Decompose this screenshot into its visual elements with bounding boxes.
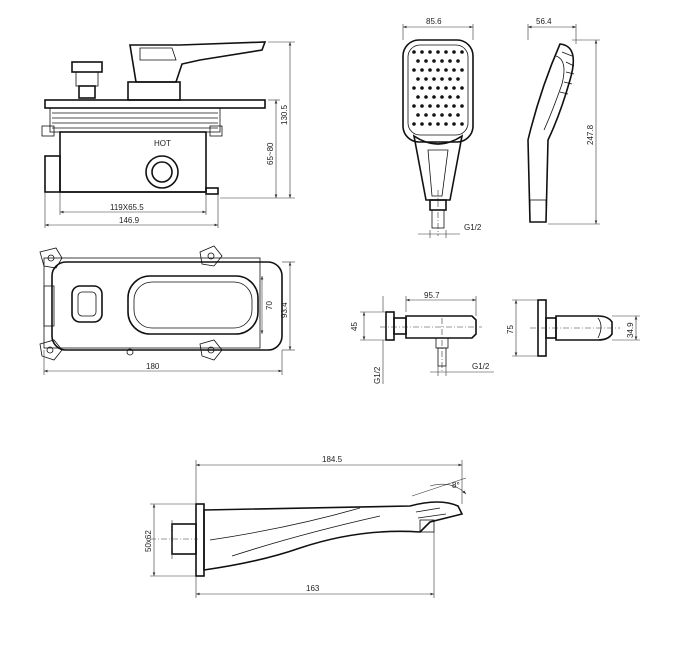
nozzle-dot [460, 50, 464, 54]
nozzle-dot [432, 59, 436, 63]
spout-reach-label: 163 [306, 584, 320, 593]
nozzle-dot [436, 50, 440, 54]
nozzle-dot [424, 59, 428, 63]
nozzle-dot [444, 50, 448, 54]
valve-depth-label: 65~80 [266, 142, 275, 165]
nozzle-dot [452, 122, 456, 126]
nozzle-dot [412, 68, 416, 72]
nozzle-dot [444, 104, 448, 108]
nozzle-dot [412, 122, 416, 126]
nozzle-dot [448, 113, 452, 117]
nozzle-dot [456, 59, 460, 63]
wall-holder-view: 75 34.9 [506, 299, 640, 357]
nozzle-dot [452, 50, 456, 54]
head-side-width-label: 56.4 [536, 17, 552, 26]
nozzle-dot [412, 50, 416, 54]
nozzle-dot [428, 104, 432, 108]
shower-head-side-view: 56.4 247.8 [527, 17, 600, 225]
nozzle-dot [428, 122, 432, 126]
nozzle-dot [432, 113, 436, 117]
nozzle-dot [460, 86, 464, 90]
holder-height-label: 75 [506, 325, 515, 334]
box-width-label: 146.9 [119, 216, 140, 225]
nozzle-dot [420, 68, 424, 72]
spout-flange-label: 50x62 [144, 530, 153, 552]
nozzle-dot [416, 113, 420, 117]
nozzle-dot [436, 104, 440, 108]
nozzle-dot [460, 122, 464, 126]
nozzle-dot [436, 86, 440, 90]
elbow-thread-left-label: G1/2 [373, 366, 382, 384]
nozzle-dot [428, 68, 432, 72]
nozzle-dot [420, 50, 424, 54]
nozzle-dot [452, 68, 456, 72]
wall-elbow-view: 95.7 45 G1/2 G1/2 [350, 291, 494, 384]
cover-plate-view: 70 93.4 180 [39, 245, 295, 375]
nozzle-dot [424, 77, 428, 81]
nozzle-dot [416, 95, 420, 99]
nozzle-dot [448, 77, 452, 81]
nozzle-dot [460, 68, 464, 72]
plate-width-label: 180 [146, 362, 160, 371]
nozzle-dot [440, 113, 444, 117]
nozzle-dot [456, 113, 460, 117]
nozzle-dot [420, 104, 424, 108]
nozzle-dot [456, 77, 460, 81]
holder-width-label: 34.9 [626, 322, 635, 338]
nozzle-dot [412, 86, 416, 90]
spout-length-label: 184.5 [322, 455, 343, 464]
nozzle-dot [432, 77, 436, 81]
nozzle-dot [452, 104, 456, 108]
plate-height-outer-label: 93.4 [280, 302, 289, 318]
nozzle-dot [444, 68, 448, 72]
elbow-thread-bottom-label: G1/2 [472, 362, 490, 371]
nozzle-dot [420, 122, 424, 126]
head-length-label: 247.8 [586, 124, 595, 145]
nozzle-grid [412, 50, 464, 126]
box-inner-label: 119X65.5 [110, 203, 144, 212]
nozzle-dot [436, 122, 440, 126]
plate-height-inner-label: 70 [265, 301, 274, 310]
nozzle-dot [444, 86, 448, 90]
nozzle-dot [424, 113, 428, 117]
head-thread-label: G1/2 [464, 223, 482, 232]
elbow-width-label: 95.7 [424, 291, 440, 300]
bath-spout-view: 8° 184.5 50x62 163 [144, 455, 467, 598]
elbow-height-label: 45 [350, 322, 359, 331]
nozzle-dot [448, 59, 452, 63]
nozzle-dot [452, 86, 456, 90]
hot-label: HOT [154, 139, 171, 148]
nozzle-dot [432, 95, 436, 99]
nozzle-dot [424, 95, 428, 99]
nozzle-dot [440, 95, 444, 99]
nozzle-dot [428, 50, 432, 54]
nozzle-dot [416, 77, 420, 81]
nozzle-dot [428, 86, 432, 90]
head-width-label: 85.6 [426, 17, 442, 26]
nozzle-dot [416, 59, 420, 63]
nozzle-dot [440, 59, 444, 63]
valve-height-label: 130.5 [280, 104, 289, 125]
nozzle-dot [456, 95, 460, 99]
shower-head-front-view: 85.6 G1/2 [402, 17, 482, 238]
nozzle-dot [460, 104, 464, 108]
nozzle-dot [436, 68, 440, 72]
nozzle-dot [412, 104, 416, 108]
spout-angle-label: 8° [452, 481, 460, 490]
nozzle-dot [444, 122, 448, 126]
nozzle-dot [448, 95, 452, 99]
nozzle-dot [440, 77, 444, 81]
nozzle-dot [420, 86, 424, 90]
mixer-body-front-view: HOT 130.5 65~80 119X65.5 146.9 [41, 41, 295, 228]
